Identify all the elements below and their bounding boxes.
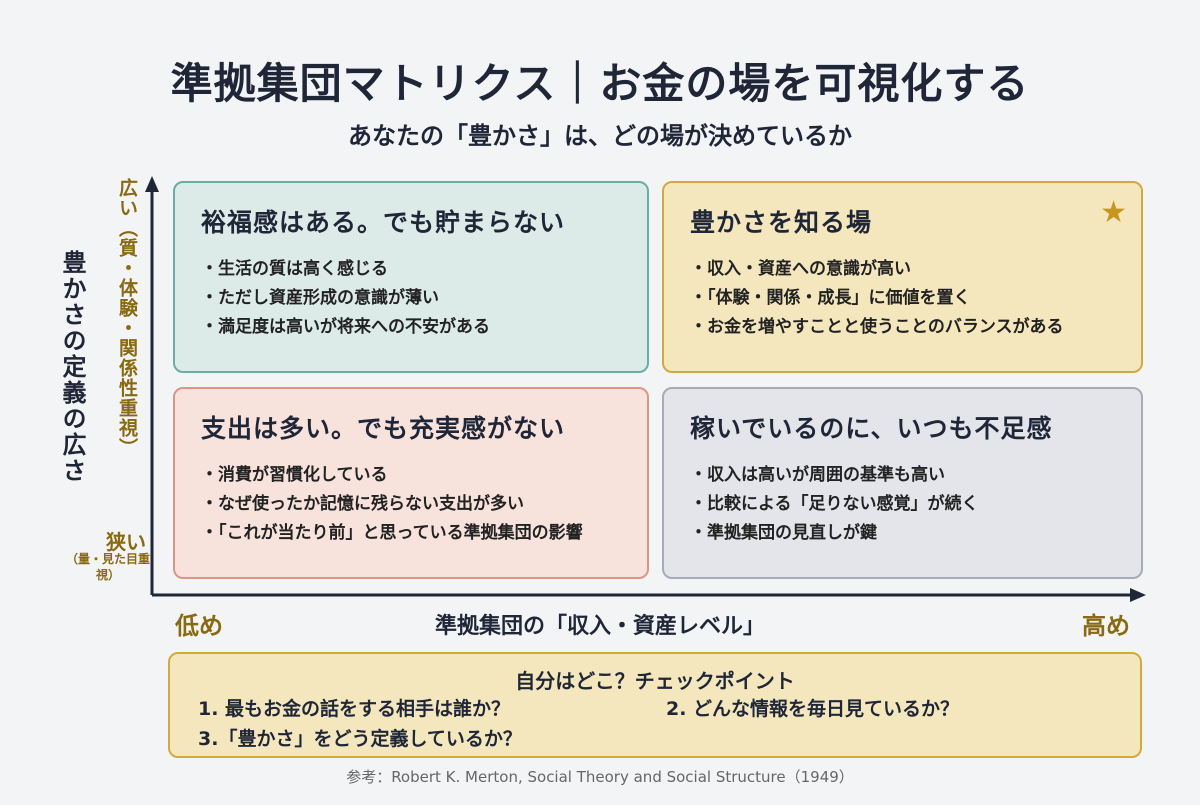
list-item: 満足度は高いが将来への不安がある — [201, 313, 625, 342]
quadrant-title: 稼いでいるのに、いつも不足感 — [690, 414, 1053, 443]
checkpoint-title: 自分はどこ？チェックポイント — [515, 669, 795, 693]
quadrant-list: 収入は高いが周囲の基準も高い 比較による「足りない感覚」が続く 準拠集団の見直し… — [690, 461, 1119, 548]
reference-citation: 参考：Robert K. Merton, Social Theory and S… — [346, 768, 854, 786]
quadrant-list: 収入・資産への意識が高い 「体験・関係・成長」に価値を置く お金を増やすことと使… — [690, 255, 1119, 342]
list-item: 収入・資産への意識が高い — [690, 255, 1119, 284]
list-item: ただし資産形成の意識が薄い — [201, 284, 625, 313]
x-axis-low-label: 低め — [175, 612, 223, 640]
list-item: なぜ使ったか記憶に残らない支出が多い — [201, 490, 625, 519]
x-axis-title: 準拠集団の「収入・資産レベル」 — [434, 614, 765, 639]
checkpoint-item: 3.「豊かさ」をどう定義しているか？ — [198, 728, 522, 750]
list-item: 生活の質は高く感じる — [201, 255, 625, 284]
page-subtitle: あなたの「豊かさ」は、どの場が決めているか — [348, 122, 852, 150]
list-item: 比較による「足りない感覚」が続く — [690, 490, 1119, 519]
quadrant-bottom-left: 支出は多い。でも充実感がない 消費が習慣化している なぜ使ったか記憶に残らない支… — [173, 387, 649, 579]
quadrant-title: 裕福感はある。でも貯まらない — [201, 208, 566, 237]
checkpoint-item: 2. どんな情報を毎日見ているか？ — [666, 698, 960, 720]
list-item: 消費が習慣化している — [201, 461, 625, 490]
x-axis-high-label: 高め — [1082, 612, 1130, 640]
list-item: お金を増やすことと使うことのバランスがある — [690, 313, 1119, 342]
list-item: 「体験・関係・成長」に価値を置く — [690, 284, 1119, 313]
quadrant-title: 支出は多い。でも充実感がない — [201, 414, 566, 443]
quadrant-list: 生活の質は高く感じる ただし資産形成の意識が薄い 満足度は高いが将来への不安があ… — [201, 255, 625, 342]
quadrant-list: 消費が習慣化している なぜ使ったか記憶に残らない支出が多い 「これが当たり前」と… — [201, 461, 625, 548]
page-title: 準拠集団マトリクス｜お金の場を可視化する — [170, 59, 1030, 108]
list-item: 収入は高いが周囲の基準も高い — [690, 461, 1119, 490]
y-axis-low-note: （量・見た目重視） — [65, 552, 150, 582]
checkpoint-box: 自分はどこ？チェックポイント 1. 最もお金の話をする相手は誰か？ 2. どんな… — [168, 652, 1142, 758]
y-axis-title: 豊かさの定義の広さ — [58, 250, 86, 484]
y-axis-high-label: 広い（質・体験・関係性重視） — [116, 178, 138, 458]
star-icon: ★ — [1100, 195, 1127, 230]
quadrant-top-left: 裕福感はある。でも貯まらない 生活の質は高く感じる ただし資産形成の意識が薄い … — [173, 181, 649, 373]
x-axis-arrow — [1130, 588, 1146, 602]
list-item: 「これが当たり前」と思っている準拠集団の影響 — [201, 519, 625, 548]
quadrant-bottom-right: 稼いでいるのに、いつも不足感 収入は高いが周囲の基準も高い 比較による「足りない… — [662, 387, 1143, 579]
y-axis-low-label: 狭い — [106, 530, 146, 554]
y-axis-arrow — [145, 176, 159, 192]
quadrant-top-right: ★ 豊かさを知る場 収入・資産への意識が高い 「体験・関係・成長」に価値を置く … — [662, 181, 1143, 373]
list-item: 準拠集団の見直しが鍵 — [690, 519, 1119, 548]
checkpoint-item: 1. 最もお金の話をする相手は誰か？ — [198, 698, 511, 720]
quadrant-title: 豊かさを知る場 — [690, 208, 873, 237]
